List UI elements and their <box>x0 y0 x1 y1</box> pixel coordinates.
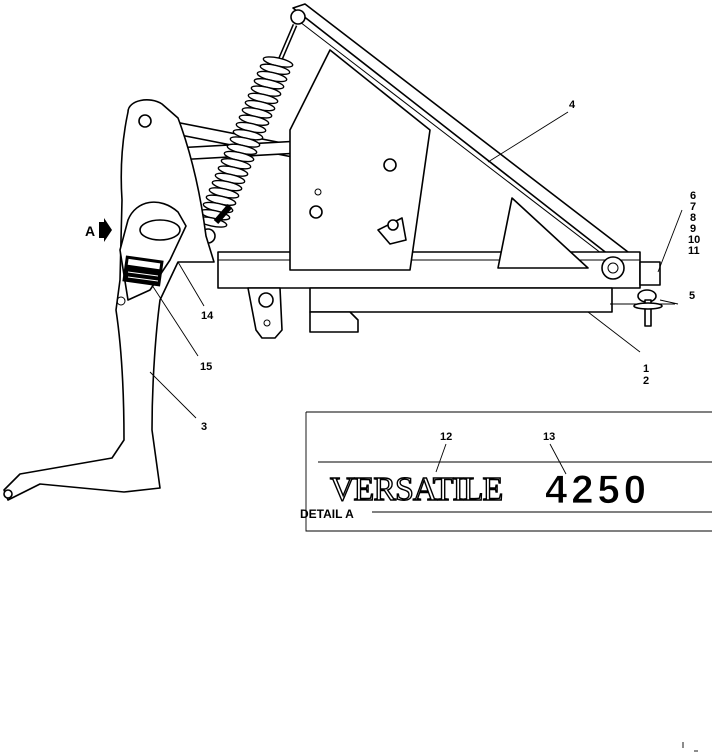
callout-10: 10 <box>688 234 700 246</box>
callout-numbers: 4 6 7 8 9 10 11 5 1 2 14 15 3 <box>200 99 700 433</box>
callout-11: 11 <box>688 245 700 257</box>
leader-lines <box>149 111 683 419</box>
callout-1: 1 <box>643 363 649 375</box>
model-decal: 4250 <box>545 468 650 512</box>
callout-7: 7 <box>690 201 696 213</box>
view-a-label: A <box>85 223 95 239</box>
versatile-decal: VERSATILE <box>330 471 503 508</box>
callout-3: 3 <box>201 421 207 433</box>
small-mounting-plate <box>497 197 589 269</box>
lower-bracket <box>247 287 283 339</box>
spring-assembly <box>196 9 306 244</box>
callout-5: 5 <box>689 290 695 302</box>
callout-14: 14 <box>201 310 214 322</box>
callout-2: 2 <box>643 375 649 387</box>
model-decal-highlight: 4250 <box>545 468 650 512</box>
callout-4: 4 <box>569 99 576 111</box>
main-frame-beam <box>217 251 661 333</box>
detail-a-box: DETAIL A 12 13 VERSATILE 4250 4250 <box>300 411 712 532</box>
callout-13: 13 <box>543 431 555 443</box>
callout-6: 6 <box>690 190 696 202</box>
page-marks <box>682 742 698 752</box>
callout-9: 9 <box>690 223 696 235</box>
hitch-pin <box>610 289 675 327</box>
callout-8: 8 <box>690 212 696 224</box>
detail-a-label: DETAIL A <box>300 507 354 521</box>
callout-15: 15 <box>200 361 212 373</box>
view-a-arrow: A <box>85 218 112 242</box>
callout-12: 12 <box>440 431 452 443</box>
large-mounting-plate <box>289 49 431 271</box>
shank <box>3 99 215 501</box>
